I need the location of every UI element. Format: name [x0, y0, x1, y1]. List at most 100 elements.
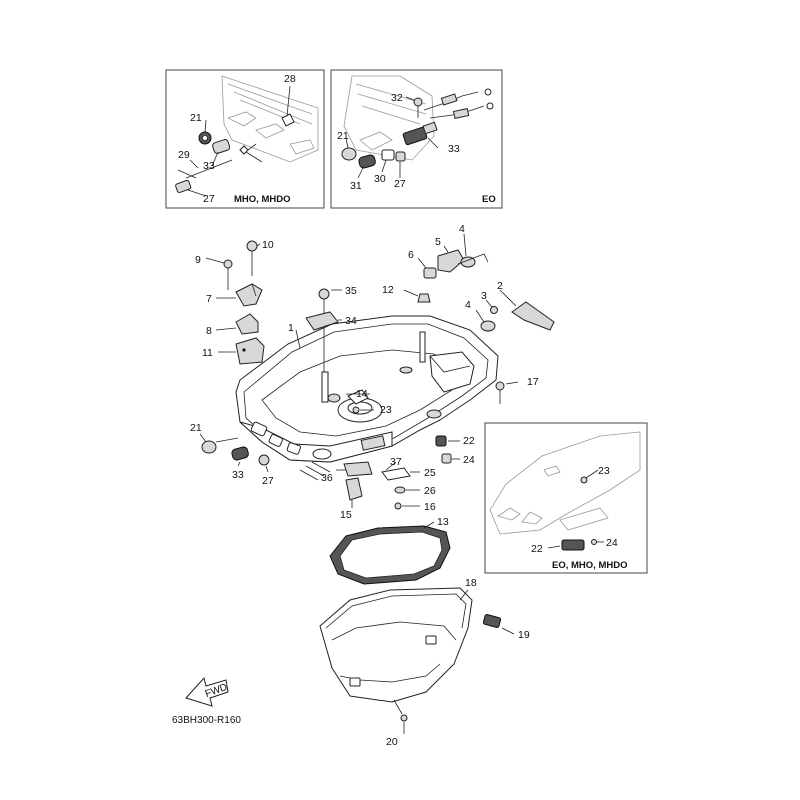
diagram-code: 63BH300-R160 — [172, 715, 241, 726]
pad-34-icon — [305, 311, 339, 331]
bracket-14-icon — [347, 389, 369, 405]
washer-26-icon — [394, 486, 406, 494]
callout-tr-32: 32 — [391, 92, 403, 104]
left-lower-parts: 21 33 27 — [190, 422, 274, 487]
callout-4-mid: 4 — [465, 299, 471, 311]
callout-26: 26 — [424, 485, 436, 497]
screw-20-icon — [400, 714, 408, 722]
callout-17: 17 — [527, 376, 539, 388]
top-center-parts: 35 34 1 — [288, 285, 357, 372]
callout-tr-31: 31 — [350, 180, 362, 192]
grommet-33-icon — [212, 139, 231, 154]
screw-24-br-icon — [591, 539, 597, 545]
callout-1: 1 — [288, 322, 294, 334]
inset-caption-mho-mhdo: MHO, MHDO — [234, 194, 290, 205]
callout-22: 15 — [340, 509, 352, 521]
fitting-6-icon — [423, 267, 437, 279]
screw-23-icon — [352, 406, 360, 414]
grommet-22-br-icon — [561, 539, 585, 551]
callout-19: 19 — [518, 629, 530, 641]
connector-27-tr-icon — [395, 151, 406, 162]
callout-5: 5 — [435, 236, 441, 248]
callout-27: 27 — [262, 475, 274, 487]
callout-7: 7 — [206, 293, 212, 305]
plate-11-icon — [235, 337, 265, 365]
grommet-19-icon — [482, 614, 502, 628]
callout-34: 34 — [345, 315, 357, 327]
clip-7-icon — [235, 283, 263, 307]
callout-13: 13 — [437, 516, 449, 528]
callout-br-22: 22 — [531, 543, 543, 555]
clip-25-icon — [381, 467, 411, 481]
bracket-36-icon — [343, 461, 373, 477]
screw-10-icon — [246, 240, 258, 252]
callout-15: 22 — [463, 435, 475, 447]
callout-tr-33: 33 — [448, 143, 460, 155]
grommet-12-icon — [417, 293, 431, 303]
callout-11: 11 — [202, 347, 213, 359]
callout-36: 36 — [321, 472, 333, 484]
lower-pan-18: 18 19 20 — [319, 577, 530, 748]
screw-35-icon — [318, 288, 330, 300]
grommet-33-main-icon — [231, 446, 249, 461]
callout-tl-33: 33 — [203, 160, 215, 172]
fwd-label: FWD — [204, 682, 229, 700]
inset-bottom-right: 23 22 24 EO, MHO, MHDO — [484, 422, 648, 574]
fwd-arrow-icon — [185, 676, 229, 707]
screw-23-br-icon — [580, 476, 588, 484]
callout-35: 35 — [345, 285, 357, 297]
callout-12: 12 — [382, 284, 394, 296]
callout-18: 18 — [465, 577, 477, 589]
callout-tr-21: 21 — [337, 130, 349, 142]
screw-17-icon — [495, 381, 505, 391]
inset-caption-eo: EO — [482, 194, 496, 205]
fwd-arrow: FWD — [185, 676, 229, 707]
callout-23: 23 — [380, 404, 392, 416]
fitting-5-icon — [437, 249, 465, 273]
callout-33: 33 — [232, 469, 244, 481]
callout-6: 6 — [408, 249, 414, 261]
right-top-parts: 12 6 5 4 2 3 4 17 — [382, 223, 555, 404]
left-side-parts: 9 10 7 8 11 — [195, 239, 274, 365]
callout-24: 16 — [424, 501, 436, 513]
callout-tl-21: 21 — [190, 112, 202, 124]
cable-29-icon — [177, 169, 197, 179]
callout-tl-27: 27 — [203, 193, 215, 205]
callout-9: 9 — [195, 254, 201, 266]
callout-tl-28: 28 — [284, 73, 296, 85]
inset-top-right: 32 21 33 31 30 27 EO — [330, 69, 503, 209]
callout-tr-27: 27 — [394, 178, 406, 190]
screw-24-icon — [394, 502, 402, 510]
connector-27-icon — [175, 179, 192, 194]
callout-25: 25 — [424, 467, 436, 479]
callout-37: 37 — [390, 456, 402, 468]
callout-10: 10 — [262, 239, 274, 251]
seal-4-top-icon — [460, 256, 476, 268]
grommet-31-icon — [358, 154, 376, 169]
bolt-3-icon — [490, 306, 498, 314]
grommet-16-icon — [441, 453, 452, 464]
inset-caption-eo-mho-mhdo: EO, MHO, MHDO — [552, 560, 627, 571]
connector-27-main-icon — [258, 454, 270, 466]
callout-4-top: 4 — [459, 223, 465, 235]
bottom-cowling-assembly — [235, 315, 499, 481]
callout-br-23: 23 — [598, 465, 610, 477]
callout-20: 20 — [386, 736, 398, 748]
screw-9-icon — [223, 259, 233, 269]
grommet-15-icon — [435, 435, 447, 447]
seal-13: 13 — [329, 516, 451, 585]
callout-tl-29: 29 — [178, 149, 190, 161]
callout-tr-30: 30 — [374, 173, 386, 185]
grommet-22-icon — [345, 477, 363, 501]
cap-21-main-icon — [201, 440, 217, 454]
seal-4-mid-icon — [480, 320, 496, 332]
callout-16: 24 — [463, 454, 475, 466]
callout-21: 21 — [190, 422, 202, 434]
center-parts: 14 23 — [346, 388, 392, 416]
lower-center-parts: 36 37 25 26 15 16 22 24 — [321, 435, 475, 521]
callout-14: 14 — [356, 388, 368, 400]
callout-br-24: 24 — [606, 537, 618, 549]
cap-21-icon — [341, 147, 357, 161]
screw-32-icon — [413, 97, 423, 107]
inset-top-left: 28 21 29 33 27 MHO, MHDO — [165, 69, 325, 209]
